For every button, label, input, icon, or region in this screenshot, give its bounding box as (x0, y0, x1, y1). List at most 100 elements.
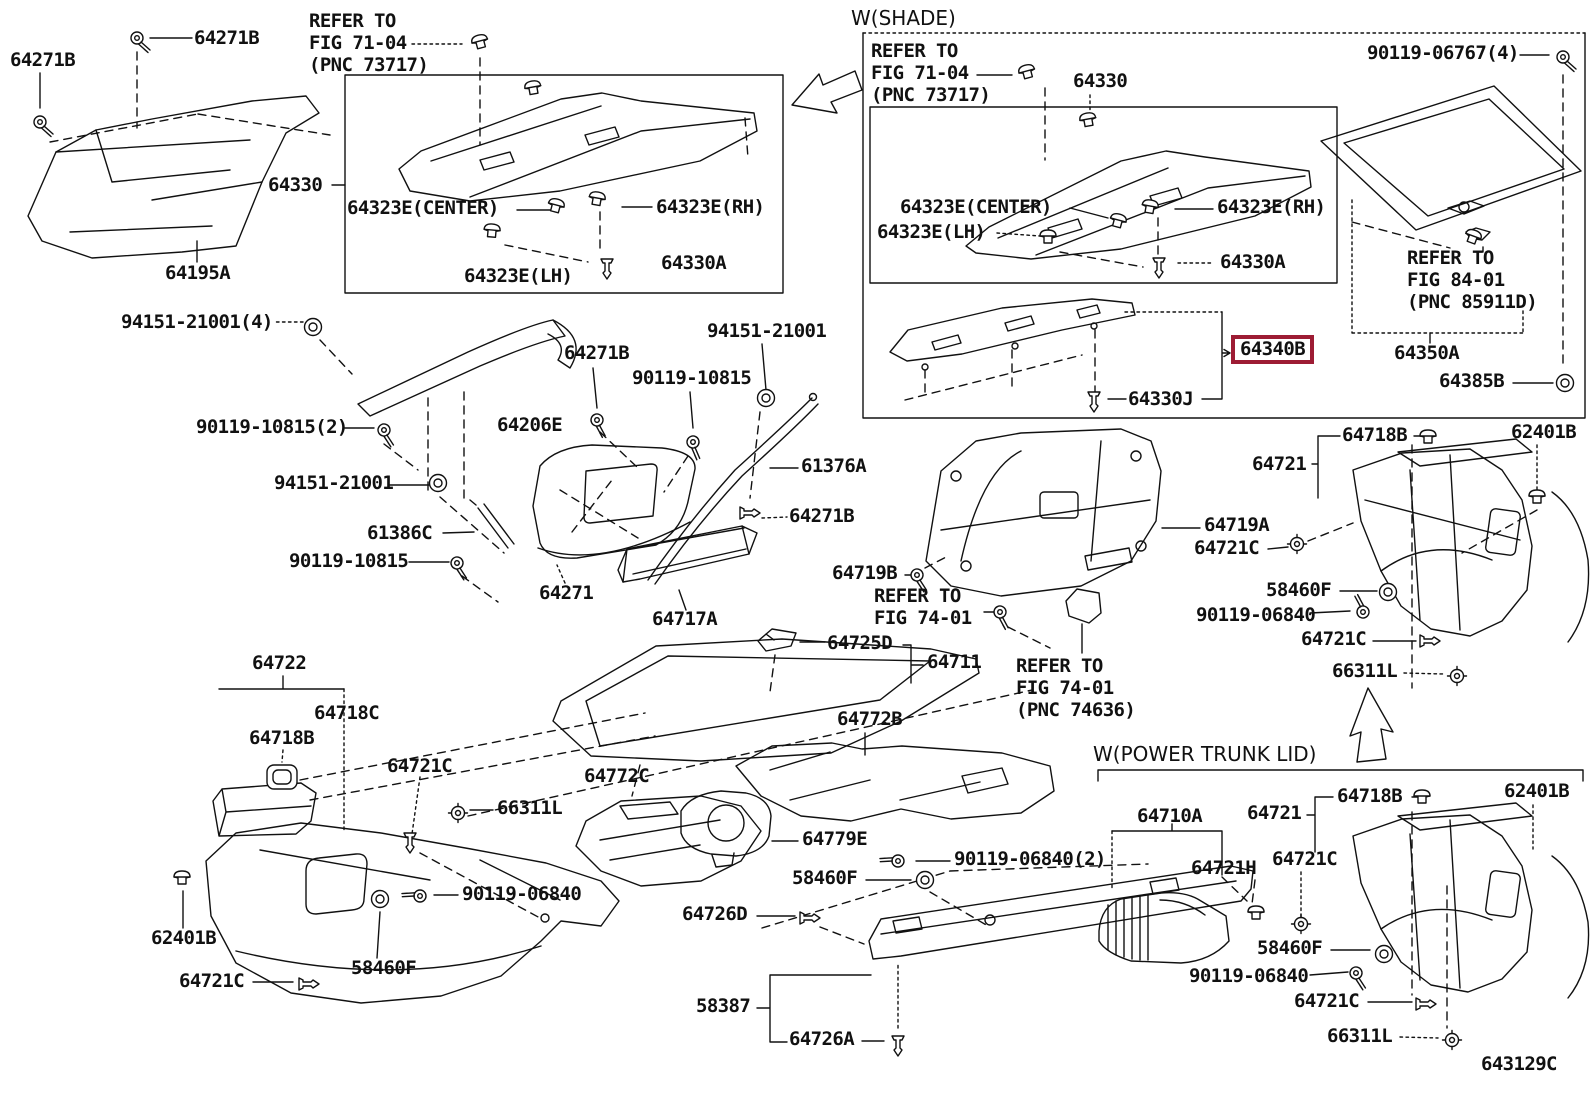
part-label-94151-21001[interactable]: 94151-21001 (274, 472, 394, 494)
nut-icon (1446, 665, 1468, 687)
part-label-64330[interactable]: 64330 (268, 174, 323, 196)
part-label-64330a[interactable]: 64330A (661, 252, 727, 274)
reference-note: REFER TO FIG 71-04 (PNC 73717) (871, 40, 991, 106)
part-label-64719a[interactable]: 64719A (1204, 514, 1270, 536)
clip-icon (1016, 62, 1037, 81)
part-label-64710a[interactable]: 64710A (1137, 805, 1203, 827)
leader-lines (40, 38, 1583, 1042)
part-label-64323e(center)[interactable]: 64323E(CENTER) (347, 197, 499, 219)
part-label-64271b[interactable]: 64271B (10, 49, 76, 71)
part-label-90119-06840[interactable]: 90119-06840 (1196, 604, 1316, 626)
part-label-90119-06840[interactable]: 90119-06840 (1189, 965, 1309, 987)
screw-icon (446, 554, 472, 582)
clip-icon (1078, 111, 1098, 128)
part-label-64385b[interactable]: 64385B (1439, 370, 1505, 392)
part-label-64206e[interactable]: 64206E (497, 414, 563, 436)
part-label-64718c[interactable]: 64718C (314, 702, 380, 724)
part-label-64271b[interactable]: 64271B (789, 505, 855, 527)
grommet-icon (303, 317, 323, 337)
clip-icon (1140, 198, 1160, 215)
grommet-icon (428, 473, 448, 493)
part-label-64718b[interactable]: 64718B (249, 727, 315, 749)
part-label-61386c[interactable]: 61386C (367, 522, 433, 544)
part-label-64721h[interactable]: 64721H (1191, 857, 1257, 879)
part-label-90119-06767(4)[interactable]: 90119-06767(4) (1367, 42, 1519, 64)
part-label-64779e[interactable]: 64779E (802, 828, 868, 850)
part-label-64726a[interactable]: 64726A (789, 1028, 855, 1050)
part-label-94151-21001(4)[interactable]: 94151-21001(4) (121, 311, 273, 333)
dotted-leader-lines (276, 44, 1537, 1038)
part-label-64721c[interactable]: 64721C (179, 970, 245, 992)
part-label-64772c[interactable]: 64772C (584, 765, 650, 787)
part-label-64271b[interactable]: 64271B (194, 27, 260, 49)
screw-icon (373, 421, 399, 449)
part-label-64195a[interactable]: 64195A (165, 262, 231, 284)
clip-icon (587, 190, 607, 207)
part-label-62401b[interactable]: 62401B (1504, 780, 1570, 802)
clip-icon (1108, 211, 1129, 230)
part-label-64323e(lh)[interactable]: 64323E(LH) (877, 221, 986, 243)
reference-note: REFER TO FIG 74-01 (PNC 74636) (1016, 655, 1136, 721)
push-pin-icon (1152, 257, 1166, 279)
part-label-64721c[interactable]: 64721C (1294, 990, 1360, 1012)
part-label-64330a[interactable]: 64330A (1220, 251, 1286, 273)
part-label-90119-10815(2)[interactable]: 90119-10815(2) (196, 416, 348, 438)
part-label-64330j[interactable]: 64330J (1128, 388, 1194, 410)
part-label-66311l[interactable]: 66311L (1332, 660, 1398, 682)
push-pin-icon (600, 258, 614, 280)
part-label-64271b[interactable]: 64271B (564, 342, 630, 364)
part-label-62401b[interactable]: 62401B (1511, 421, 1577, 443)
part-label-64721c[interactable]: 64721C (1194, 537, 1260, 559)
part-label-64721c[interactable]: 64721C (387, 755, 453, 777)
ring-grommet-icon (266, 764, 298, 790)
part-label-64721[interactable]: 64721 (1247, 802, 1302, 824)
part-label-61376a[interactable]: 61376A (801, 455, 867, 477)
part-label-64323e(lh)[interactable]: 64323E(LH) (464, 265, 573, 287)
part-label-64350a[interactable]: 64350A (1394, 342, 1460, 364)
part-label-66311l[interactable]: 66311L (1327, 1025, 1393, 1047)
variant-boxes (345, 33, 1585, 418)
part-label-64721c[interactable]: 64721C (1272, 848, 1338, 870)
part-label-90119-06840(2)[interactable]: 90119-06840(2) (954, 848, 1106, 870)
part-label-64772b[interactable]: 64772B (837, 708, 903, 730)
section-header: W(POWER TRUNK LID) (1093, 742, 1317, 766)
part-label-62401b[interactable]: 62401B (151, 927, 217, 949)
part-label-90119-06840[interactable]: 90119-06840 (462, 883, 582, 905)
part-label-64719b[interactable]: 64719B (832, 562, 898, 584)
part-label-58460f[interactable]: 58460F (1266, 579, 1332, 601)
part-label-66311l[interactable]: 66311L (497, 797, 563, 819)
part-label-64721c[interactable]: 64721C (1301, 628, 1367, 650)
part-label-64323e(rh)[interactable]: 64323E(RH) (656, 196, 765, 218)
part-label-64323e(center)[interactable]: 64323E(CENTER) (900, 196, 1052, 218)
part-label-64323e(rh)[interactable]: 64323E(RH) (1217, 196, 1326, 218)
push-pin-icon (1419, 634, 1441, 648)
part-label-64271[interactable]: 64271 (539, 582, 594, 604)
nut-icon (1290, 913, 1312, 935)
dashed-construction-lines (50, 52, 1563, 1028)
part-label-58460f[interactable]: 58460F (792, 867, 858, 889)
part-label-64718b[interactable]: 64718B (1337, 785, 1403, 807)
part-label-64721[interactable]: 64721 (1252, 453, 1307, 475)
part-label-90119-10815[interactable]: 90119-10815 (289, 550, 409, 572)
part-label-58460f[interactable]: 58460F (351, 957, 417, 979)
part-label-64717a[interactable]: 64717A (652, 608, 718, 630)
part-label-64718b[interactable]: 64718B (1342, 424, 1408, 446)
part-label-64330[interactable]: 64330 (1073, 70, 1128, 92)
clip-icon (1462, 226, 1484, 247)
push-pin-icon (1415, 997, 1437, 1011)
part-label-58387[interactable]: 58387 (696, 995, 751, 1017)
part-label-64725d[interactable]: 64725D (827, 632, 893, 654)
part-label-64722[interactable]: 64722 (252, 652, 307, 674)
part-label-64340b-highlighted[interactable]: 64340B (1231, 335, 1315, 364)
part-label-58460f[interactable]: 58460F (1257, 937, 1323, 959)
part-label-90119-10815[interactable]: 90119-10815 (632, 367, 752, 389)
diagram-code: 643129C (1481, 1053, 1557, 1075)
reference-note: REFER TO FIG 71-04 (PNC 73717) (309, 10, 429, 76)
part-label-64711[interactable]: 64711 (927, 651, 982, 673)
part-label-94151-21001[interactable]: 94151-21001 (707, 320, 827, 342)
grommet-icon (915, 870, 935, 890)
part-label-64726d[interactable]: 64726D (682, 903, 748, 925)
nut-icon (1441, 1029, 1463, 1051)
screw-icon (1345, 964, 1371, 992)
